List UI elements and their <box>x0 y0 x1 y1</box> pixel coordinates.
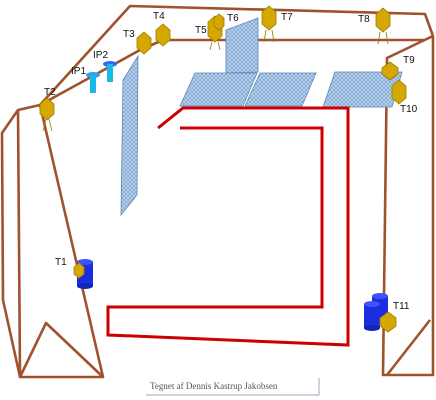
sensor-t10 <box>391 79 407 105</box>
credit-caption: Tegnet af Dennis Kastrup Jakobsen <box>146 378 320 396</box>
right-frame <box>381 34 435 377</box>
mesh-panels <box>120 17 403 217</box>
label-t5: T5 <box>195 25 207 36</box>
sensor-t4 <box>155 23 171 47</box>
cylinder-t11 <box>364 293 388 331</box>
mesh-panel-floor-2 <box>244 72 317 107</box>
red-track <box>106 106 350 347</box>
left-frame <box>0 103 105 379</box>
sensor-t1 <box>73 262 85 279</box>
label-t4: T4 <box>153 11 165 22</box>
sensor-t9 <box>381 61 399 81</box>
ip2-marker <box>103 61 117 82</box>
mesh-panel-floor-1 <box>179 72 258 107</box>
label-ip2: IP2 <box>93 50 108 61</box>
label-ip1: IP1 <box>71 66 86 77</box>
mesh-panel-floor-3 <box>322 71 403 108</box>
label-t2: T2 <box>44 87 56 98</box>
sensor-t11 <box>379 311 397 333</box>
ip1-marker <box>86 72 100 93</box>
sensor-t2 <box>39 97 55 132</box>
sensor-t8 <box>375 7 391 45</box>
mesh-panel-left-wall <box>120 54 139 217</box>
sensor-t7 <box>261 5 277 43</box>
label-t11: T11 <box>393 301 410 312</box>
top-beam-back <box>39 4 435 106</box>
label-t9: T9 <box>403 55 415 66</box>
sensor-t6 <box>213 13 225 31</box>
label-t6: T6 <box>227 13 239 24</box>
label-t10: T10 <box>400 104 418 115</box>
mesh-panel-standing <box>225 17 259 74</box>
label-t3: T3 <box>123 29 135 40</box>
label-t7: T7 <box>281 12 293 23</box>
sensors <box>39 5 407 333</box>
label-t1: T1 <box>55 257 67 268</box>
labels: T1 T2 T3 T4 T5 T6 T7 T8 T9 T10 T11 IP1 I… <box>44 11 418 312</box>
sensor-t3 <box>136 31 152 55</box>
label-t8: T8 <box>358 14 370 25</box>
credit-text: Tegnet af Dennis Kastrup Jakobsen <box>150 381 278 391</box>
